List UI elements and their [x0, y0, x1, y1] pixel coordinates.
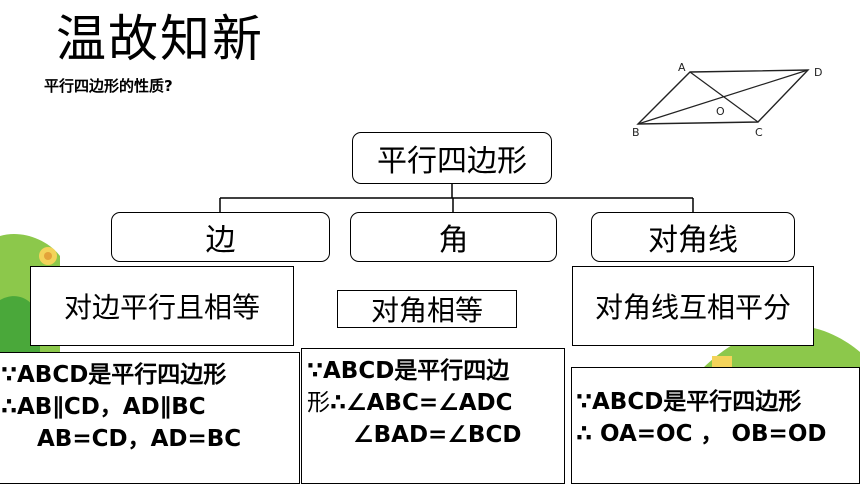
root-node-label: 平行四边形: [377, 144, 527, 179]
property-side: 对边平行且相等: [30, 266, 294, 346]
category-angle: 角: [350, 212, 557, 262]
vertex-label-c: C: [755, 126, 763, 139]
property-diagonal-text: 对角线互相平分: [594, 291, 791, 324]
proof-side-line-1: ∵ABCD是平行四边形: [1, 362, 227, 388]
proof-diagonal: ∵ABCD是平行四边形 ∴ OA=OC ， OB=OD: [571, 367, 860, 484]
vertex-label-o: O: [716, 105, 725, 118]
proof-angle-line-1: ∵ABCD是平行四边: [307, 358, 510, 384]
diagonal-bd: [637, 69, 809, 125]
category-diagonal: 对角线: [591, 212, 795, 262]
proof-side-line-2: ∴AB∥CD，AD∥BC: [1, 394, 206, 420]
page-subtitle: 平行四边形的性质?: [44, 77, 173, 95]
category-side-label: 边: [205, 223, 236, 258]
proof-angle: ∵ABCD是平行四边 形∴∠ABC=∠ADC ∠BAD=∠BCD: [301, 348, 565, 484]
proof-side: ∵ABCD是平行四边形 ∴AB∥CD，AD∥BC AB=CD，AD=BC: [0, 352, 300, 484]
vertex-label-d: D: [814, 66, 822, 79]
proof-angle-line-2: 形∴∠ABC=∠ADC: [307, 387, 560, 419]
proof-diagonal-line-1: ∵ABCD是平行四边形: [576, 389, 802, 415]
vertex-label-a: A: [678, 61, 686, 74]
property-angle: 对角相等: [337, 290, 517, 328]
proof-side-line-3: AB=CD，AD=BC: [37, 426, 242, 452]
parallelogram-figure: A D O B C: [632, 61, 822, 139]
proof-angle-line-2-plain: 形: [307, 390, 330, 416]
property-side-text: 对边平行且相等: [63, 291, 260, 324]
proof-angle-line-3: ∠BAD=∠BCD: [353, 422, 522, 448]
vertex-label-b: B: [632, 126, 640, 139]
category-angle-label: 角: [438, 223, 469, 258]
flower-icon: [39, 247, 57, 265]
proof-angle-line-2-bold: ∴∠ABC=∠ADC: [330, 390, 513, 416]
property-diagonal: 对角线互相平分: [572, 266, 814, 346]
category-diagonal-label: 对角线: [648, 223, 738, 258]
proof-diagonal-line-2: ∴ OA=OC ， OB=OD: [576, 421, 827, 447]
property-angle-text: 对角相等: [370, 294, 483, 327]
category-side: 边: [111, 212, 330, 262]
root-node: 平行四边形: [352, 132, 552, 184]
page-title: 温故知新: [56, 10, 264, 68]
